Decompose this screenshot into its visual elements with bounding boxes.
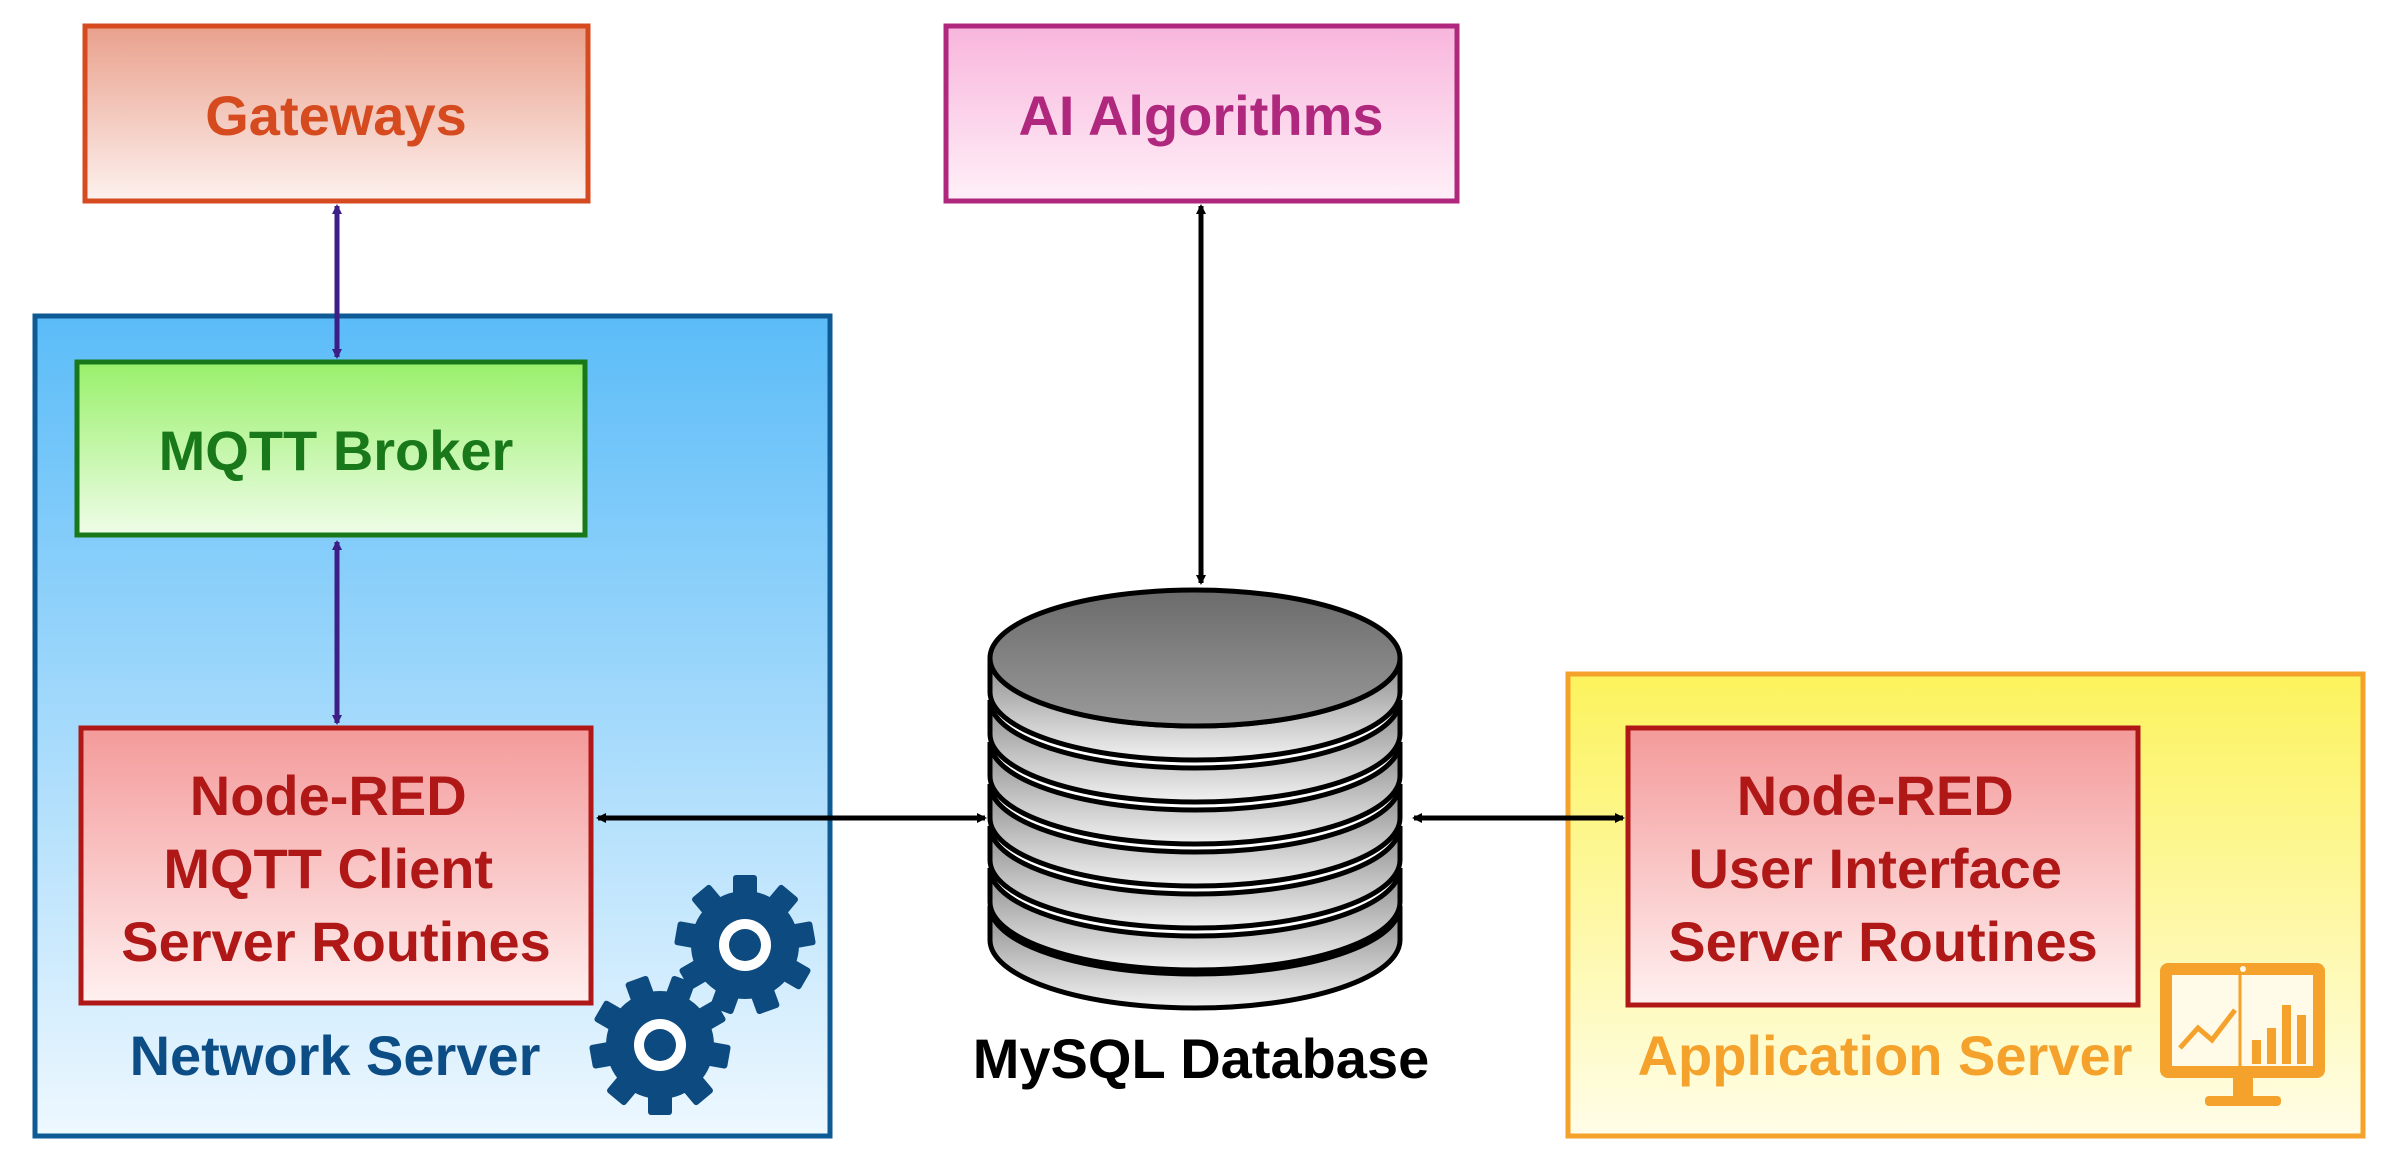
node-red-ui-line-2: User Interface: [1688, 837, 2062, 900]
edges: [332, 204, 1625, 823]
database-disk: [987, 867, 1403, 973]
node-red-mqtt-line-1: Node-RED: [190, 764, 467, 827]
node-red-user-interface-node: Node-RED User Interface Server Routines: [1625, 725, 2141, 1008]
gateways-node: Gateways: [82, 23, 591, 204]
mysql-database-label: MySQL Database: [973, 1027, 1429, 1090]
gears-icon: [589, 875, 816, 1115]
database-icon: [987, 587, 1403, 1011]
node-red-mqtt-line-2: MQTT Client: [163, 837, 493, 900]
monitor-chart-icon: [2160, 963, 2325, 1106]
node-red-ui-line-3: Server Routines: [1668, 910, 2098, 973]
database-disk: [987, 741, 1403, 847]
database-disk: [987, 699, 1403, 805]
database-disk: [987, 783, 1403, 889]
node-red-mqtt-line-3: Server Routines: [121, 910, 551, 973]
ai-algorithms-node: AI Algorithms: [943, 23, 1460, 204]
node-red-ui-line-1: Node-RED: [1737, 764, 2014, 827]
application-server-label: Application Server: [1638, 1024, 2133, 1087]
node-red-mqtt-client-text: Node-RED MQTT Client Server Routines: [121, 764, 551, 973]
node-red-ui-text: Node-RED User Interface Server Routines: [1668, 764, 2098, 973]
gateways-label: Gateways: [205, 84, 467, 147]
mqtt-broker-node: MQTT Broker: [74, 359, 588, 538]
ai-algorithms-label: AI Algorithms: [1018, 84, 1383, 147]
database-disk: [987, 905, 1403, 1011]
database-disk: [987, 825, 1403, 931]
node-red-mqtt-client-node: Node-RED MQTT Client Server Routines: [78, 725, 594, 1006]
network-server-label: Network Server: [130, 1024, 541, 1087]
mqtt-broker-label: MQTT Broker: [159, 419, 514, 482]
